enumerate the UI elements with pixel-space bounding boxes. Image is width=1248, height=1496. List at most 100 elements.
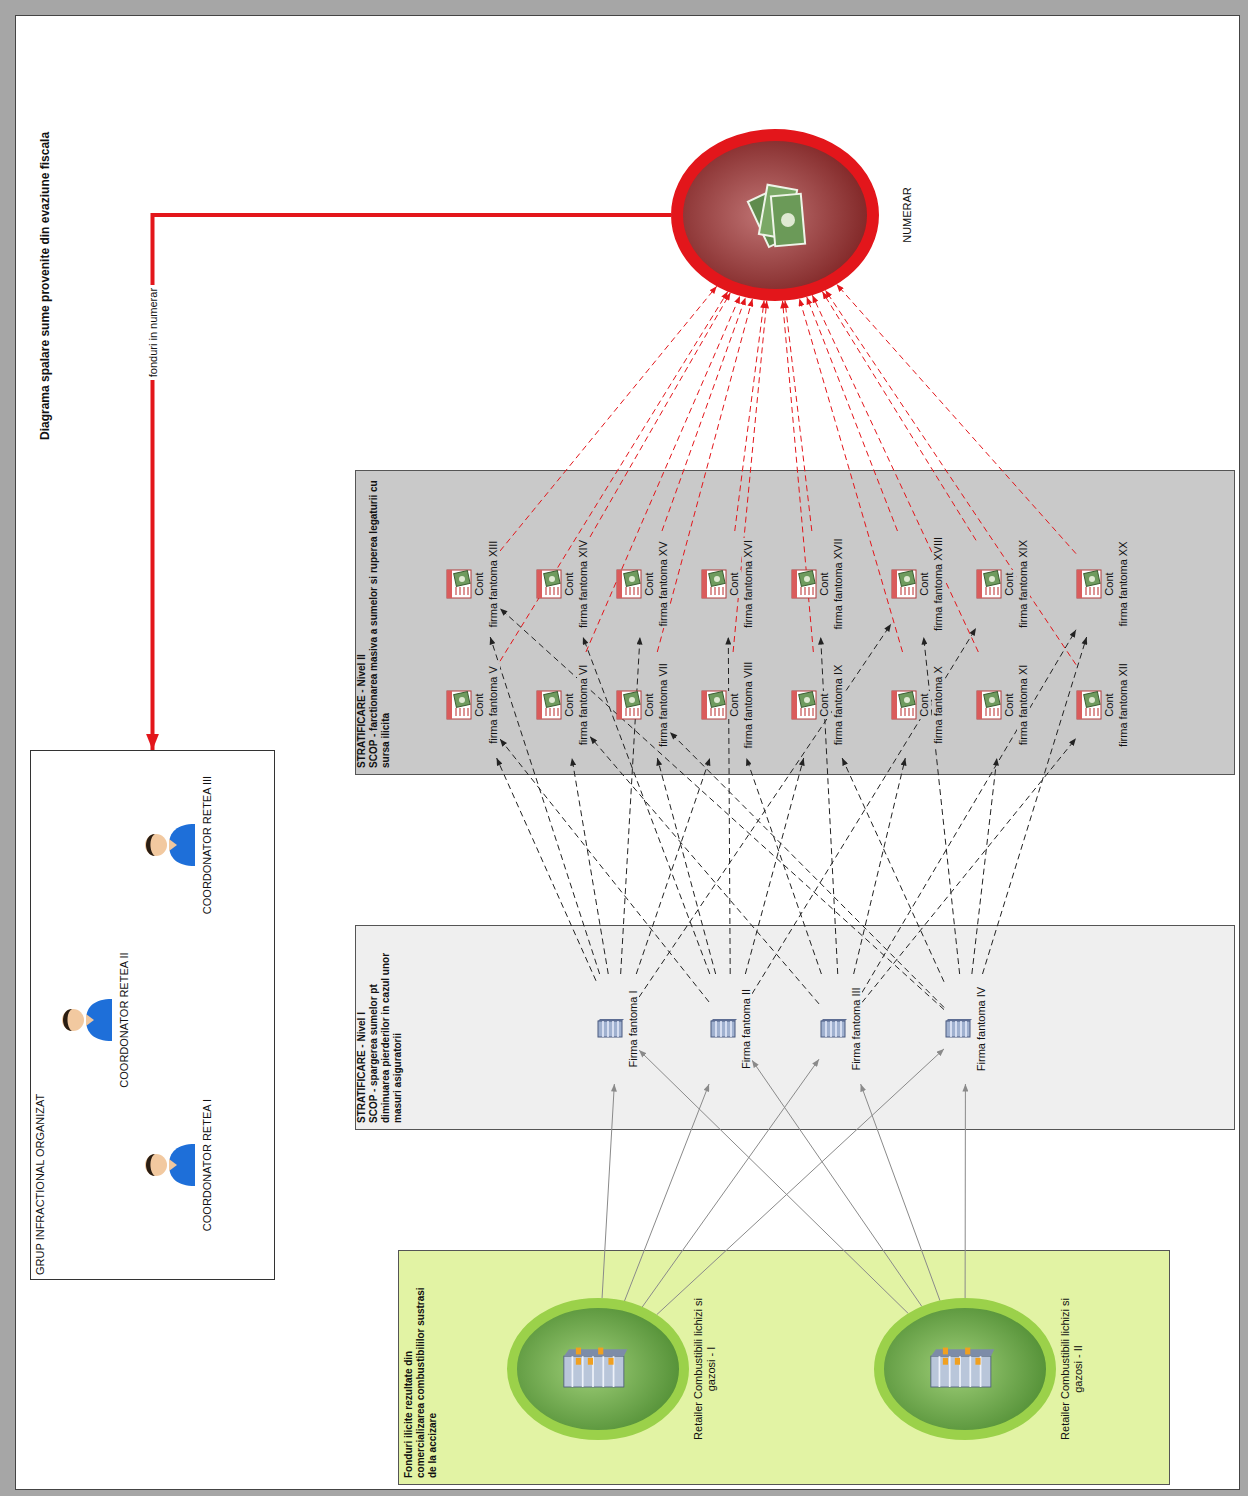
shell-company: Firma fantoma I [596, 974, 639, 1084]
flow-arrow [972, 758, 997, 974]
node-label: COORDONATOR RETEA II [118, 950, 130, 1089]
building-icon [944, 1018, 972, 1040]
flow-arrow [500, 286, 717, 551]
flow-arrow [497, 758, 596, 981]
bank-account: Contfirma fantoma VII [616, 652, 670, 758]
flow-arrow [862, 738, 1076, 1002]
node-label: Cont [728, 570, 741, 597]
flow-arrow [590, 293, 730, 537]
diagram-title: Diagrama spalare sume provenite din evaz… [38, 132, 52, 440]
node-label: firma fantoma VI [577, 663, 590, 748]
bank-account: Contfirma fantoma XI [976, 652, 1030, 758]
shell-company: Firma fantoma II [709, 974, 752, 1084]
node-label: firma fantoma XIII [487, 539, 500, 630]
building-icon [709, 1018, 737, 1040]
flow-arrow [636, 758, 710, 974]
account-icon [791, 690, 817, 720]
flow-arrow [733, 301, 767, 652]
node-label: Cont [473, 570, 486, 597]
flow-arrow [657, 758, 715, 974]
node-label: firma fantoma V [487, 664, 500, 746]
flow-arrow [746, 758, 821, 974]
bank-account: Contfirma fantoma XIX [976, 531, 1030, 637]
account-icon [536, 690, 562, 720]
cash-ellipse [665, 123, 885, 307]
node-label: firma fantoma XIX [1017, 538, 1030, 630]
retailer-circle: Retailer Combustibili lichizi si gazosi … [506, 1284, 718, 1454]
account-icon [701, 690, 727, 720]
node-label: Retailer Combustibili lichizi si gazosi … [692, 1294, 718, 1444]
flow-arrow [642, 1059, 819, 1307]
flow-arrow [752, 628, 976, 994]
flow-arrow [670, 732, 944, 1007]
flow-arrow [861, 1084, 940, 1301]
flow-arrow [728, 637, 730, 974]
flow-arrow [657, 1049, 944, 1315]
flow-arrow [735, 301, 764, 531]
node-label: Firma fantoma I [627, 988, 639, 1069]
flow-arrow [590, 737, 819, 1004]
node-label: firma fantoma XV [657, 540, 670, 629]
flow-arrow [783, 301, 814, 652]
node-label: Cont [918, 570, 931, 597]
person-node: COORDONATOR RETEA II [56, 930, 130, 1110]
bank-account: Contfirma fantoma VIII [701, 652, 755, 758]
bank-account: Contfirma fantoma V [446, 652, 500, 758]
bank-account: Contfirma fantoma XVI [701, 531, 755, 637]
flow-arrow [621, 637, 640, 974]
node-label: Cont [473, 691, 486, 718]
flow-arrow [500, 608, 944, 1009]
node-label: firma fantoma VII [657, 661, 670, 749]
node-label: firma fantoma X [932, 664, 945, 746]
account-icon [891, 569, 917, 599]
account-icon [976, 690, 1002, 720]
account-icon [891, 690, 917, 720]
layer-band: Firma fantoma IFirma fantoma IIFirma fan… [355, 925, 1235, 1130]
account-icon [446, 690, 472, 720]
node-label: firma fantoma XX [1117, 540, 1130, 629]
bank-account: Contfirma fantoma XIV [536, 531, 590, 637]
building-icon [596, 1018, 624, 1040]
account-icon [616, 569, 642, 599]
flow-arrow [842, 758, 944, 982]
account-icon [1076, 690, 1102, 720]
node-label: Cont [643, 691, 656, 718]
flow-arrow [586, 296, 740, 652]
source-band: Retailer Combustibili lichizi si gazosi … [398, 1250, 1170, 1485]
flow-arrow [825, 290, 1076, 664]
flow-arrow [662, 297, 746, 531]
building-icon [819, 1018, 847, 1040]
node-label: firma fantoma XVI [742, 538, 755, 630]
flow-arrow [490, 637, 599, 974]
flow-arrow [982, 637, 1086, 974]
person-icon [56, 995, 112, 1045]
flow-arrow [837, 284, 1076, 553]
cash-circle: NUMERAR [665, 123, 935, 307]
node-label: Cont [563, 691, 576, 718]
node-label: Retailer Combustibili lichizi si gazosi … [1059, 1294, 1085, 1444]
bank-account: Contfirma fantoma XII [1076, 652, 1130, 758]
flow-arrow [862, 630, 1076, 993]
flow-arrow [583, 637, 710, 974]
flow-arrow [602, 1084, 614, 1298]
flow-arrow [153, 215, 672, 750]
node-label: Cont [728, 691, 741, 718]
node-label: Cont [643, 570, 656, 597]
node-label: firma fantoma XII [1117, 661, 1130, 749]
node-label: firma fantoma XI [1017, 663, 1030, 748]
node-label: SCOP - spargerea sumelor pt diminuarea p… [368, 932, 404, 1123]
flow-arrow [799, 299, 902, 652]
bank-account: Contfirma fantoma XX [1076, 531, 1130, 637]
account-icon [791, 569, 817, 599]
node-label: Cont [563, 570, 576, 597]
node-label: Fonduri ilicite rezultate din comerciali… [403, 1278, 439, 1478]
flow-arrow [812, 295, 978, 652]
account-icon [446, 569, 472, 599]
node-label: firma fantoma VIII [742, 660, 755, 751]
retailer-circle: Retailer Combustibili lichizi si gazosi … [873, 1284, 1085, 1454]
flow-arrow [572, 758, 608, 974]
flow-arrow [500, 739, 709, 1002]
bank-account: Contfirma fantoma X [891, 652, 945, 758]
flow-arrow [752, 1060, 922, 1306]
